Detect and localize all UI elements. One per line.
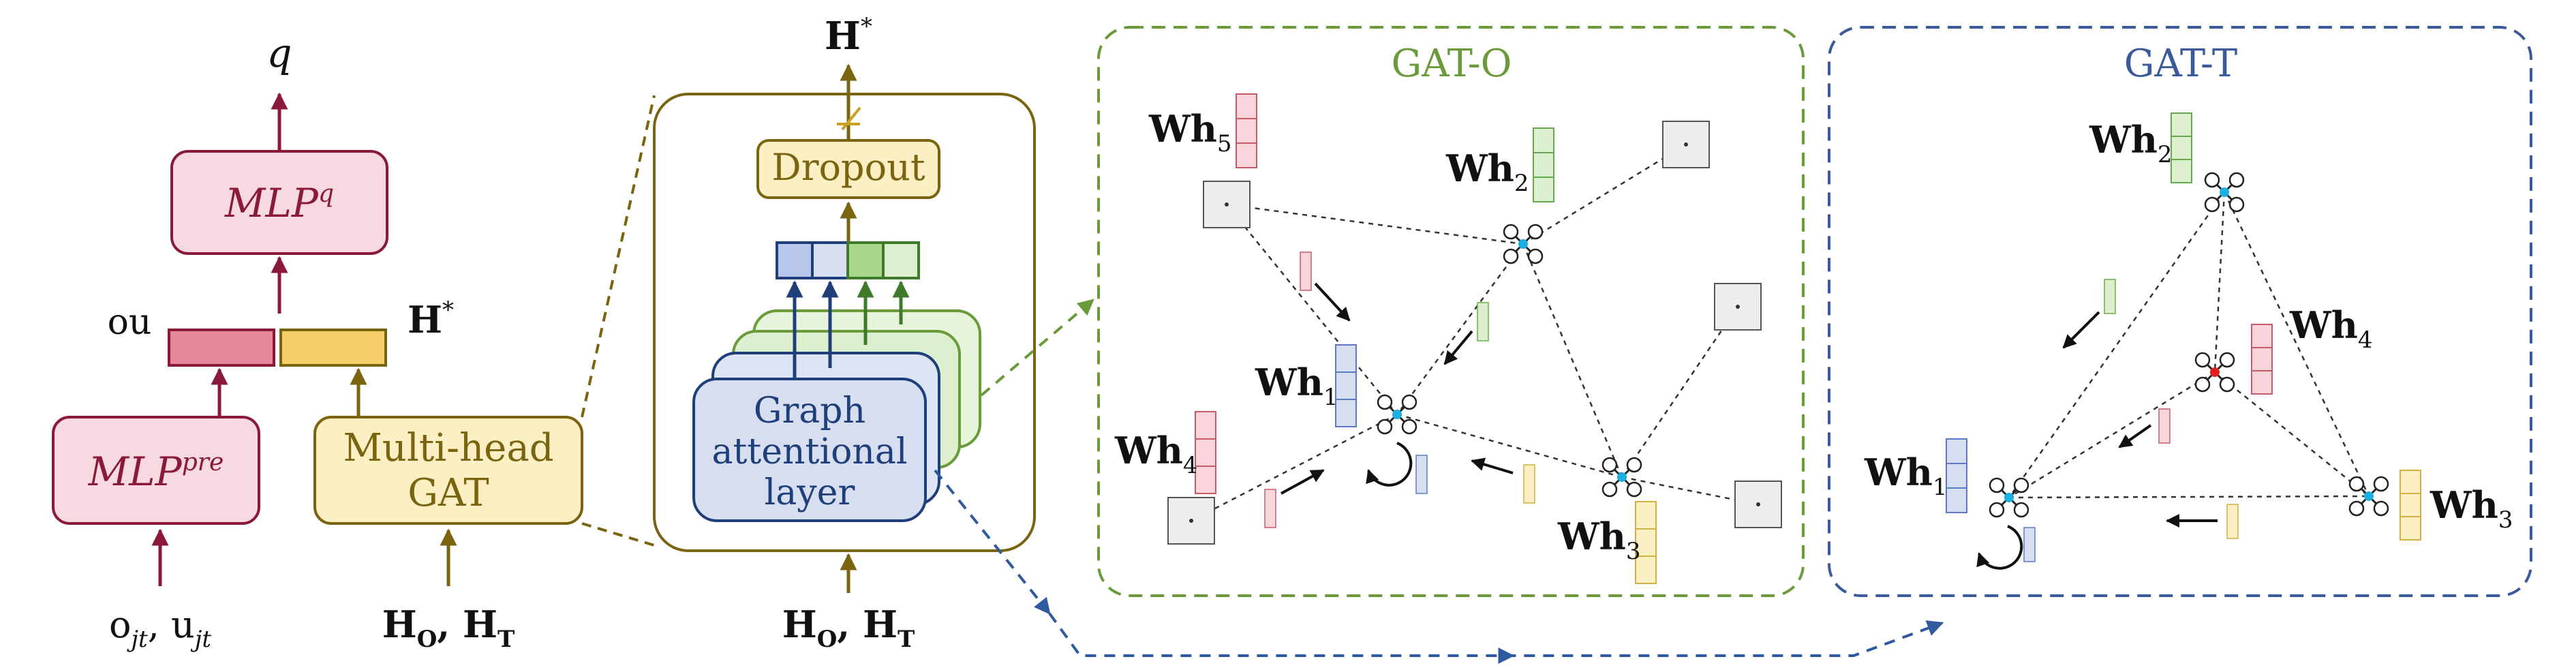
gat-t-wh4: Wh4: [2289, 303, 2373, 354]
gat-o-wh2: Wh2: [1445, 147, 1529, 197]
input-mid-label: HO, HT: [382, 603, 515, 653]
left-section: q MLPq ou H* MLPpre Multi-head GAT ojt, …: [52, 30, 583, 653]
hstar-vector: [279, 329, 387, 367]
multihead-gat-line1: Multi-head: [343, 426, 553, 470]
gat-o-wh5: Wh5: [1148, 107, 1232, 157]
middle-section: H* Dropout Graph attentional layer HO, H…: [653, 13, 1036, 653]
multihead-gat-line2: GAT: [408, 471, 489, 515]
gat-o-title: GAT-O: [1391, 42, 1512, 86]
gat-t-panel: GAT-T: [1828, 26, 2532, 597]
ou-vector: [168, 329, 275, 367]
gat-o-panel: GAT-O: [1097, 26, 1805, 597]
dropout-box: [756, 139, 940, 199]
hstar-side-label: H*: [408, 296, 454, 341]
gat-t-title: GAT-T: [2124, 42, 2238, 86]
graph-attentional-layer-box: [692, 378, 927, 522]
gat-t-wh1: Wh1: [1864, 451, 1948, 501]
gat-o-wh1: Wh1: [1255, 361, 1338, 411]
middle-hstar-label: H*: [825, 13, 872, 59]
gat-o-wh3: Wh3: [1557, 515, 1641, 565]
mlp-pre-label: MLPpre: [88, 448, 224, 495]
mlp-q-box: [170, 150, 388, 255]
mlp-q-label: MLPq: [224, 180, 334, 226]
ou-label: ou: [108, 302, 152, 343]
layer-line2: attentional: [711, 431, 907, 472]
gat-o-wh4: Wh4: [1114, 429, 1198, 479]
gat-o-vectors: [1195, 93, 1657, 584]
gat-t-wh3: Wh3: [2429, 483, 2513, 534]
input-left-label: ojt, ujt: [109, 603, 211, 653]
q-label: q: [266, 30, 292, 76]
layer-line1: Graph: [754, 391, 865, 431]
mlp-pre-box: [52, 416, 260, 525]
dropout-label: Dropout: [771, 146, 925, 189]
layer-line3: layer: [765, 472, 855, 513]
middle-input-label: HO, HT: [782, 603, 915, 653]
multihead-gat-box: [313, 416, 583, 525]
gat-t-wh2: Wh2: [2089, 118, 2173, 168]
